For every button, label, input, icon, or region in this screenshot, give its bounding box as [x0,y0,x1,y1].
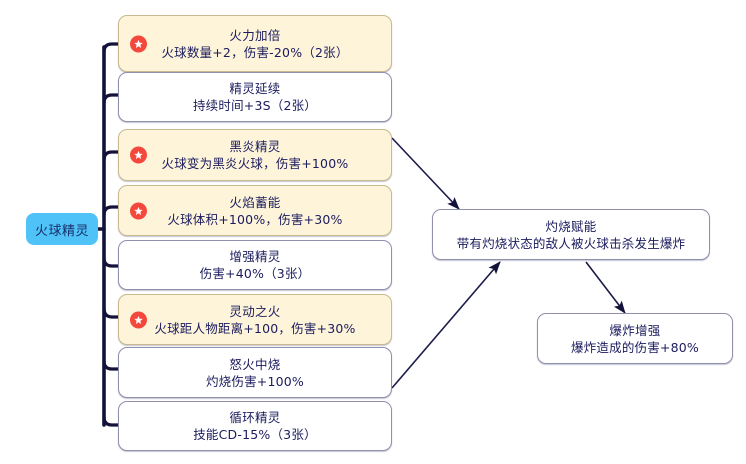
skill-node-desc: 火球距人物距离+100，伤害+30% [154,320,356,336]
skill-node-desc: 伤害+40%（3张） [199,266,311,281]
branch-stub-3 [102,150,120,162]
star-icon [130,202,147,219]
branch-stub-4 [102,205,120,217]
skill-node-title: 灵动之火 [229,303,281,319]
branch-stub-5 [102,256,120,268]
skill-node-heiyanjingling[interactable]: 黑炎精灵 火球变为黑炎火球，伤害+100% [118,129,392,181]
skill-node-jinglingyanxu[interactable]: 精灵延续 持续时间+3S（2张） [118,72,392,122]
arrow-zhuoshao-to-baozha [585,261,626,314]
skill-node-title: 循环精灵 [229,410,281,425]
skill-node-title: 增强精灵 [229,249,281,264]
result-node-title: 灼烧赋能 [545,218,597,234]
branch-stub-6 [102,306,120,319]
star-icon [130,311,147,328]
skill-node-xunhuanjingling[interactable]: 循环精灵 技能CD-15%（3张） [118,401,392,451]
skill-node-huolijiabei[interactable]: 火力加倍 火球数量+2，伤害-20%（2张） [118,15,392,72]
arrow-heiyan-to-zhuoshao [391,137,460,210]
skill-node-title: 怒火中烧 [229,356,281,372]
skill-node-desc: 火球变为黑炎火球，伤害+100% [161,156,349,171]
root-node[interactable]: 火球精灵 [26,213,98,245]
skill-node-desc: 技能CD-15%（3张） [193,427,317,442]
skill-node-title: 精灵延续 [229,81,281,96]
result-node-desc: 带有灼烧状态的敌人被火球击杀发生爆炸 [456,235,686,251]
root-node-label: 火球精灵 [34,223,89,239]
star-icon [130,35,147,52]
skill-node-title: 黑炎精灵 [229,139,281,154]
star-icon [130,146,147,164]
arrow-nuhuo-to-zhuoshao [391,261,501,389]
result-node-baozhazengqiang[interactable]: 爆炸增强 爆炸造成的伤害+80% [537,313,733,364]
result-node-zhuoshaofuneng[interactable]: 灼烧赋能 带有灼烧状态的敌人被火球击杀发生爆炸 [432,209,710,260]
branch-stub-8 [102,415,120,427]
skill-node-zengqiangjingling[interactable]: 增强精灵 伤害+40%（3张） [118,240,392,290]
result-node-title: 爆炸增强 [609,322,661,338]
branch-stub-7 [102,359,120,371]
skill-node-title: 火力加倍 [229,27,281,43]
skill-node-desc: 火球数量+2，伤害-20%（2张） [161,44,349,60]
skill-node-desc: 火球体积+100%，伤害+30% [167,211,343,227]
skill-node-title: 火焰蓄能 [229,194,281,210]
result-node-desc: 爆炸造成的伤害+80% [571,339,699,355]
skill-node-desc: 灼烧伤害+100% [205,373,304,389]
skill-node-lingdongzhihuo[interactable]: 灵动之火 火球距人物距离+100，伤害+30% [118,294,392,345]
skill-node-desc: 持续时间+3S（2张） [192,98,317,113]
branch-stub-1 [102,42,120,54]
skill-node-nuhuozhongshao[interactable]: 怒火中烧 灼烧伤害+100% [118,347,392,398]
branch-stub-2 [102,93,120,105]
skill-node-huoyanxuneng[interactable]: 火焰蓄能 火球体积+100%，伤害+30% [118,185,392,236]
